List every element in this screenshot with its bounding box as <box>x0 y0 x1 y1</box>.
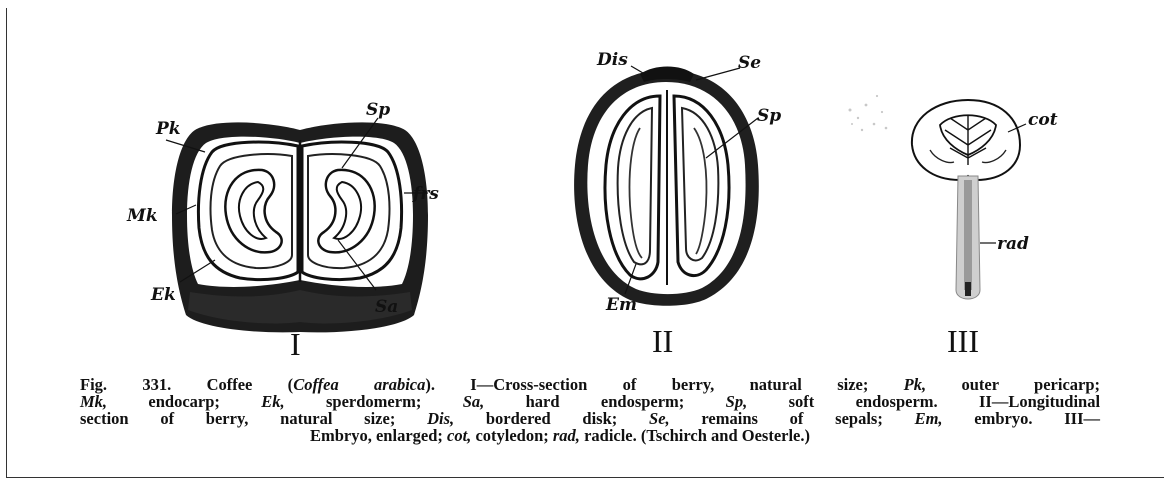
label-cot: cot <box>1028 112 1058 129</box>
embryo-drawing <box>849 95 1027 299</box>
caption-text: embryo. III— <box>974 409 1100 428</box>
caption-abbrev: rad, <box>553 426 580 445</box>
cotyledon-outline <box>912 100 1020 180</box>
numeral-i: I <box>290 328 301 360</box>
numeral-ii: II <box>652 325 673 357</box>
label-em: Em <box>606 297 637 314</box>
caption-line-2: Mk, endocarp; Ek, sperdomerm; Sa, hard e… <box>80 393 1100 410</box>
label-pk: Pk <box>156 121 181 138</box>
caption-line-3: section of berry, natural size; Dis, bor… <box>80 410 1100 427</box>
label-mk: Mk <box>127 208 158 225</box>
caption-line-1: Fig. 331. Coffee (Coffea arabica). I—Cro… <box>80 376 1100 393</box>
label-ek: Ek <box>151 287 176 304</box>
label-se: Se <box>738 55 761 72</box>
label-rad: rad <box>997 236 1029 253</box>
caption-abbrev: Em, <box>915 409 943 428</box>
caption-text: radicle. (Tschirch and Oesterle.) <box>584 426 810 445</box>
caption-line-4: Embryo, enlarged; cot, cotyledon; rad, r… <box>80 427 1100 444</box>
label-sp-1: Sp <box>366 102 390 119</box>
caption-abbrev: cot, <box>447 426 471 445</box>
label-sa: Sa <box>375 299 398 316</box>
caption-text: cotyledon; <box>475 426 548 445</box>
longitudinal-section-drawing <box>574 66 759 306</box>
label-sp-2: Sp <box>757 108 781 125</box>
figure-caption: Fig. 331. Coffee (Coffea arabica). I—Cro… <box>80 376 1100 444</box>
caption-text: Embryo, enlarged; <box>310 426 443 445</box>
numeral-iii: III <box>947 325 979 357</box>
label-frs: frs <box>413 186 439 203</box>
label-dis: Dis <box>597 52 628 69</box>
